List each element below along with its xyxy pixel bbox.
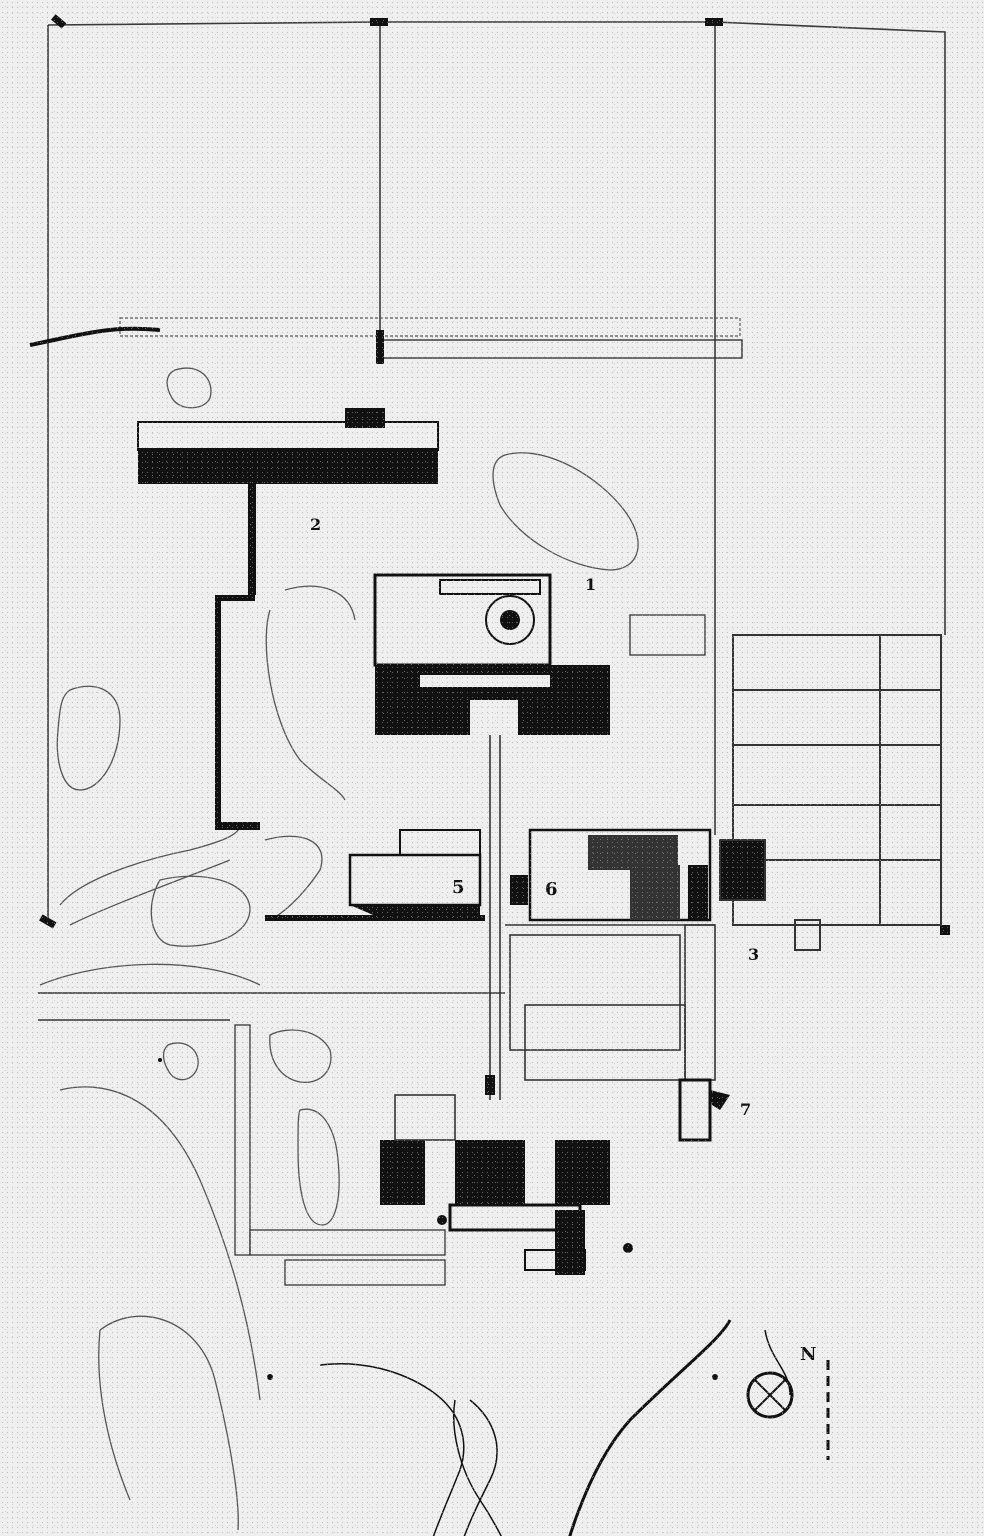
label-1: 1 [585,575,596,594]
label-5: 5 [452,877,465,898]
label-6: 6 [545,879,558,900]
label-3: 3 [748,945,759,964]
label-2: 2 [310,515,321,534]
label-7: 7 [740,1100,751,1119]
north-label: N [800,1344,816,1365]
